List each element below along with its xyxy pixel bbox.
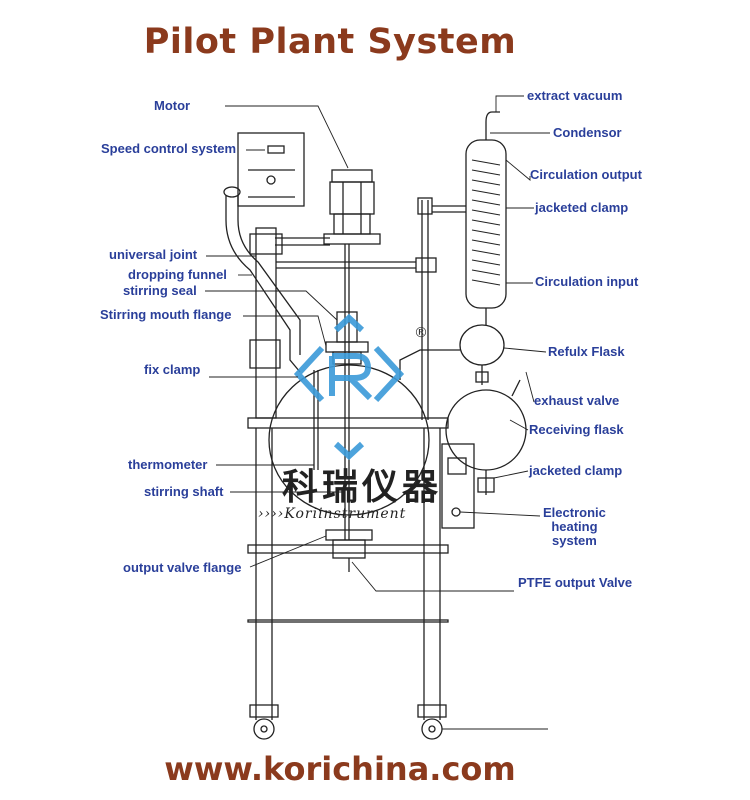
label-dropping-funnel: dropping funnel [128, 267, 227, 282]
label-condensor: Condensor [553, 125, 622, 140]
label-circulation-output: Circulation output [530, 167, 642, 182]
label-stirring-seal: stirring seal [123, 283, 197, 298]
label-stirring-shaft: stirring shaft [144, 484, 224, 499]
label-extract-vacuum: extract vacuum [527, 88, 623, 103]
speed-control-box [237, 132, 305, 207]
label-exhaust-valve: exhaust valve [534, 393, 620, 408]
website-url: www.korichina.com [164, 750, 516, 788]
reflux-flask [459, 324, 505, 366]
reactor-vessel [268, 364, 430, 516]
label-output-valve-flange: output valve flange [123, 560, 242, 575]
label-thermometer: thermometer [128, 457, 208, 472]
label-speed-control: Speed control system [101, 141, 237, 156]
left-wheel [253, 718, 275, 740]
heating-control-box [441, 443, 475, 529]
brand-logo [293, 313, 405, 461]
label-stirring-mouth-flange: Stirring mouth flange [100, 307, 232, 322]
registered-mark: ® [414, 325, 428, 341]
label-ptfe-valve: PTFE output Valve [518, 575, 633, 590]
label-refulx-flask: Refulx Flask [548, 344, 625, 359]
label-jacketed-clamp-top: jacketed clamp [535, 200, 629, 215]
right-wheel [421, 718, 443, 740]
label-universal-joint: universal joint [109, 247, 198, 262]
label-motor: Motor [154, 98, 191, 113]
label-receiving-flask: Receiving flask [529, 422, 624, 437]
watermark-chinese: 科瑞仪器 [282, 467, 443, 508]
left-column [255, 227, 277, 419]
watermark-brand: ››››Koriinstrument [258, 506, 407, 522]
motor-body [331, 169, 373, 183]
label-circulation-input: Circulation input [535, 274, 639, 289]
label-fix-clamp: fix clamp [144, 362, 201, 377]
label-electronic-heating: Electronic heating system [543, 505, 606, 548]
label-jacketed-clamp-bottom: jacketed clamp [529, 463, 623, 478]
page-title: Pilot Plant System [143, 22, 517, 62]
